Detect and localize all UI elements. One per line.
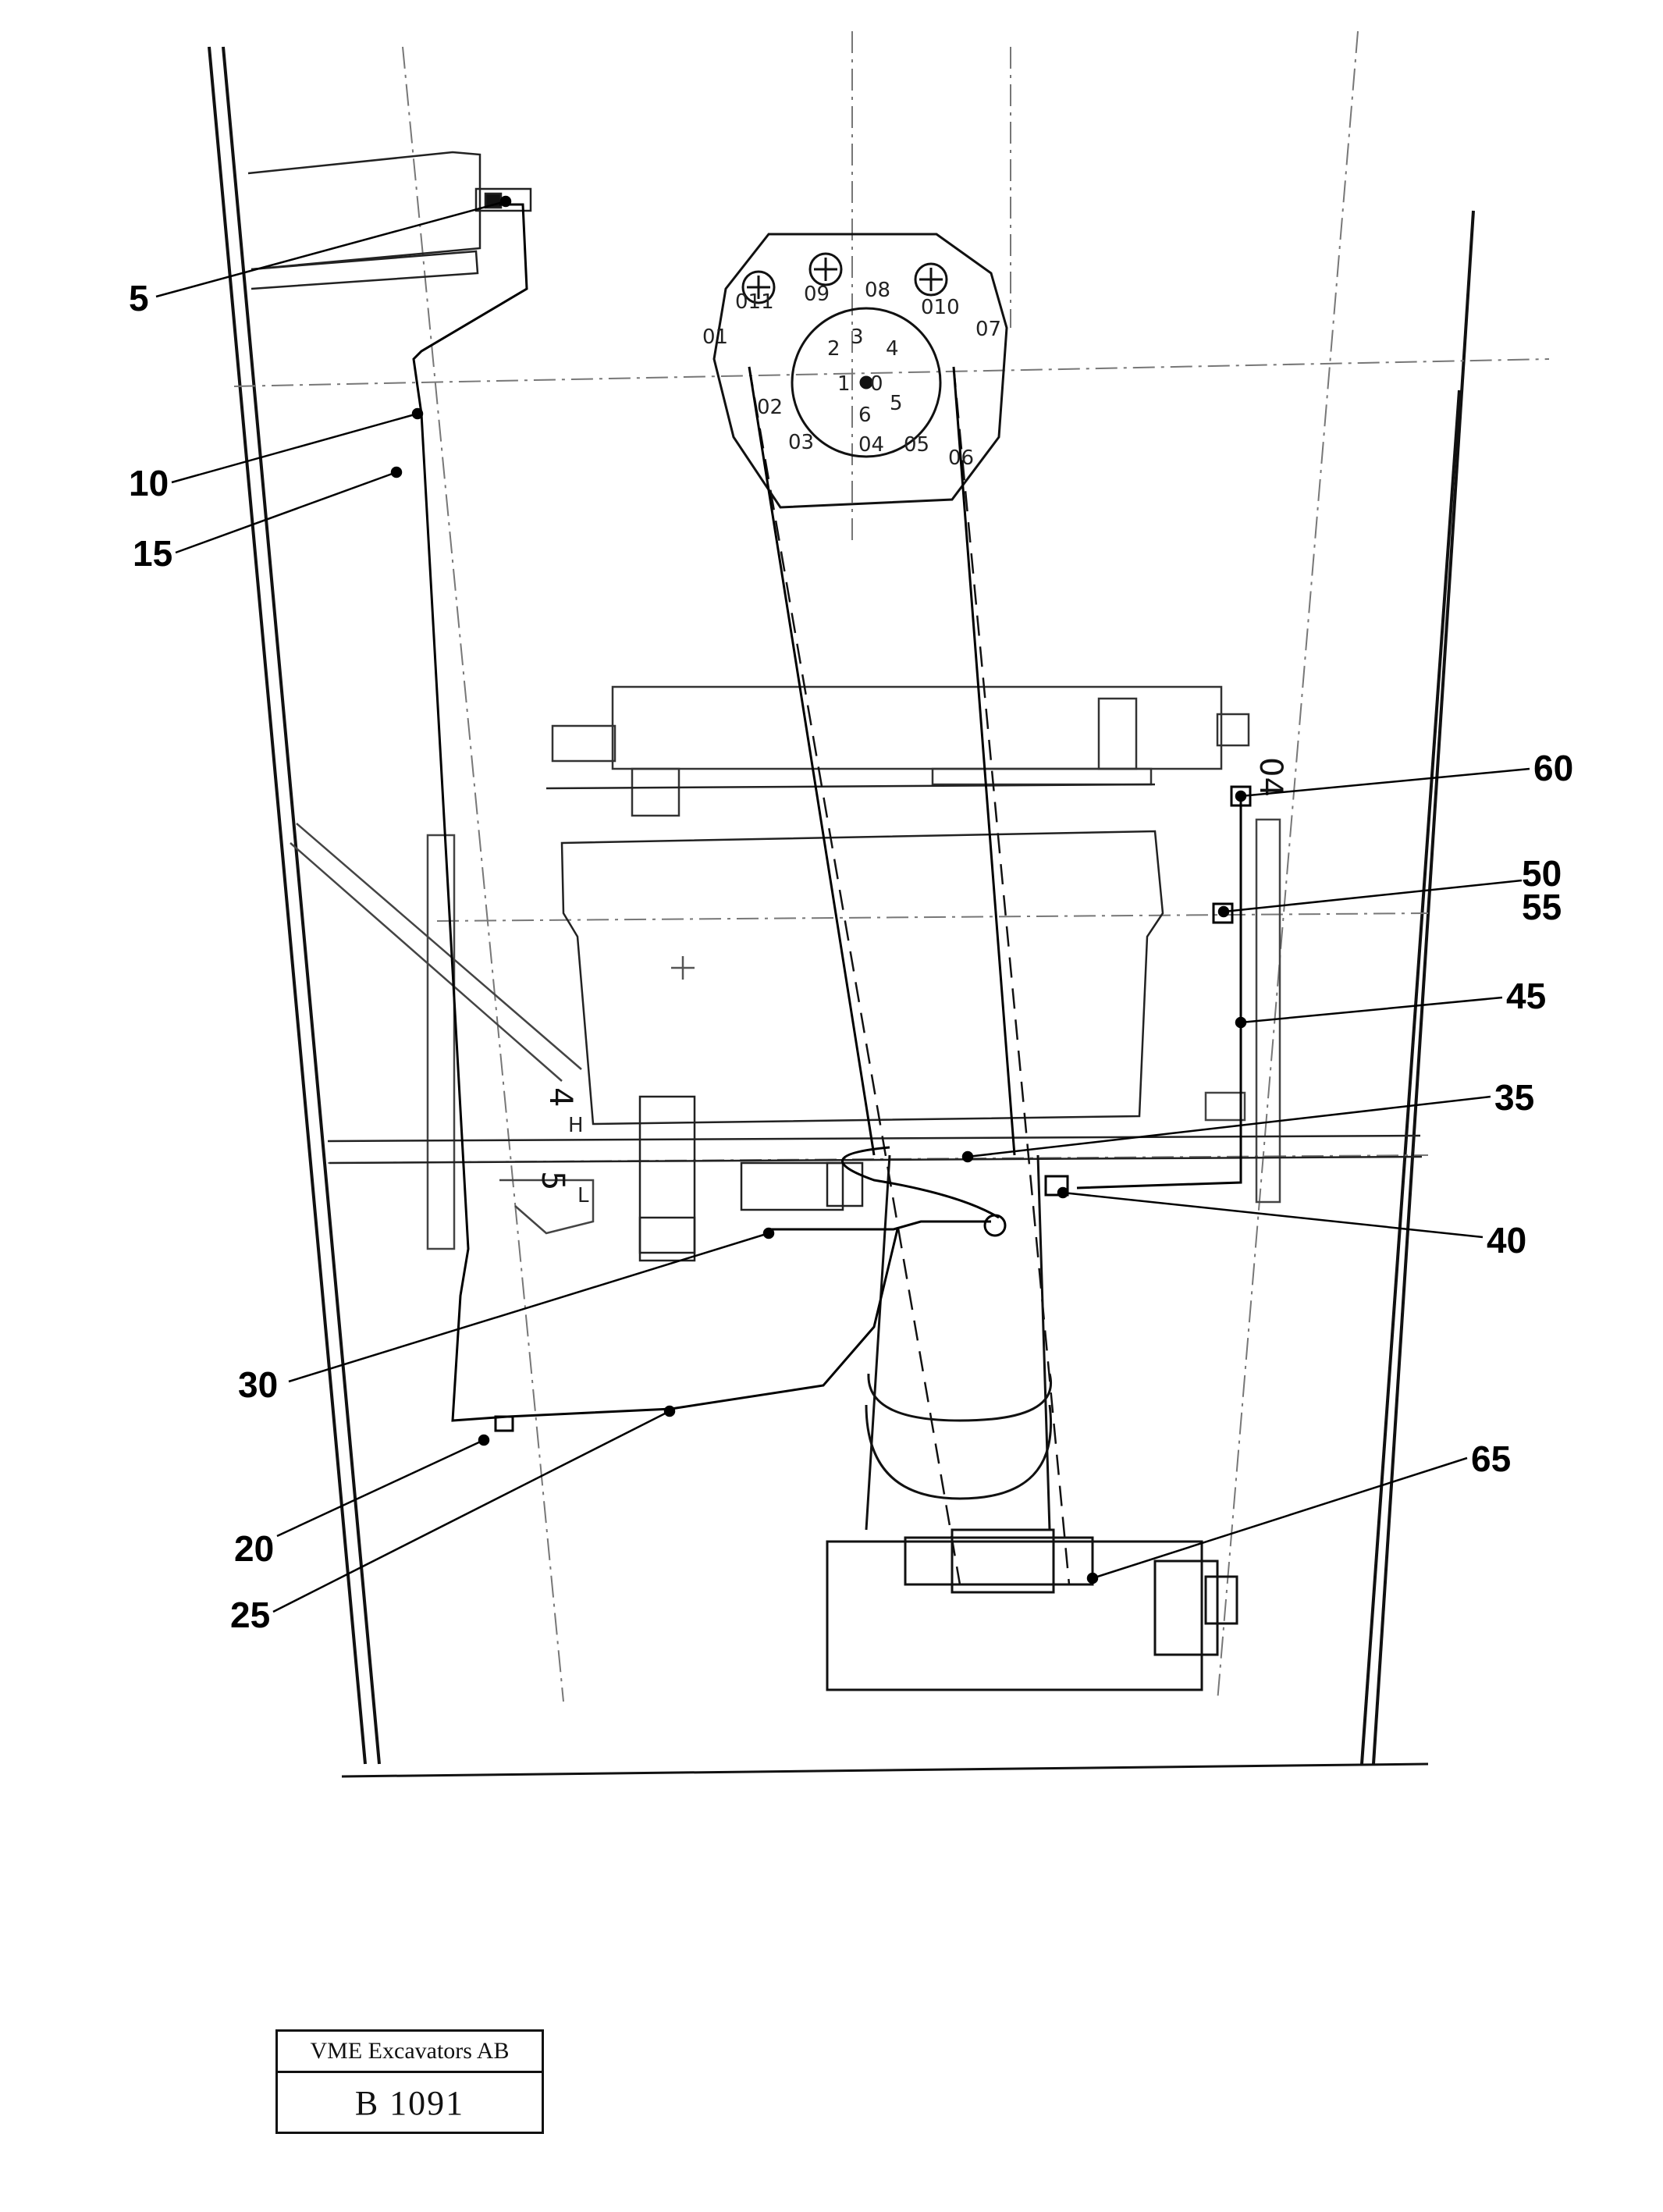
callout-30: 30 (238, 1364, 278, 1405)
callout-20: 20 (234, 1528, 274, 1569)
port-label: 1 (837, 372, 851, 396)
port-label: 07 (975, 318, 1001, 341)
callout-45: 45 (1506, 976, 1546, 1016)
callout-25: 25 (230, 1595, 270, 1635)
callout-35: 35 (1494, 1077, 1534, 1118)
port-5l-mark: 5 (535, 1171, 570, 1190)
port-label: 02 (757, 396, 783, 419)
upper-bracket (247, 151, 532, 290)
port-label: 05 (904, 433, 929, 457)
callout-15: 15 (133, 533, 172, 574)
port-label: 2 (827, 337, 840, 361)
port-label: 03 (788, 431, 814, 454)
port-label: 09 (804, 283, 830, 306)
swing-cylinder (826, 1154, 1238, 1691)
port-label: 08 (865, 279, 890, 302)
callout-10: 10 (129, 463, 169, 503)
port-5l-suffix: L (577, 1184, 589, 1207)
port-04-mark: 04 (1253, 757, 1288, 797)
hose-routing (412, 203, 1252, 1432)
title-block: VME Excavators AB B 1091 (275, 2029, 544, 2134)
callout-40: 40 (1487, 1220, 1526, 1261)
boom-frame (208, 46, 1475, 1778)
dial-inner-labels: 1 2 3 4 5 6 0 (827, 325, 903, 427)
callout-labels: 5 10 15 20 25 30 35 40 45 50 55 60 65 (129, 278, 1573, 1635)
main-housing (545, 783, 1164, 1126)
left-strut (290, 823, 595, 1250)
port-label: 4 (886, 337, 899, 361)
callout-55: 55 (1522, 887, 1562, 927)
callout-50: 50 (1522, 853, 1562, 894)
leader-lines (155, 195, 1530, 1613)
port-label: 010 (921, 296, 960, 319)
callout-60: 60 (1533, 748, 1573, 788)
port-label: 011 (735, 290, 774, 314)
port-4h-mark: 4 (542, 1087, 578, 1107)
port-label: 01 (702, 325, 728, 349)
port-label: 04 (858, 433, 884, 457)
port-label: 0 (870, 372, 883, 396)
handwritten-port-marks: 4 H 5 L 04 (535, 757, 1288, 1207)
port-label: 3 (851, 325, 864, 349)
rotary-swivel (712, 233, 1008, 509)
company-name: VME Excavators AB (278, 2032, 542, 2073)
port-4h-suffix: H (568, 1114, 584, 1137)
centre-lines (233, 30, 1550, 1702)
crossbeam (327, 1095, 1423, 1262)
callout-65: 65 (1471, 1439, 1511, 1479)
drawing-number: B 1091 (354, 2084, 465, 2122)
valve-block (551, 685, 1250, 817)
right-plate (1204, 818, 1281, 1204)
callout-5: 5 (129, 278, 149, 318)
port-label: 6 (858, 404, 872, 427)
hidden-hose-paths (748, 366, 1071, 1585)
port-label: 5 (890, 392, 903, 415)
